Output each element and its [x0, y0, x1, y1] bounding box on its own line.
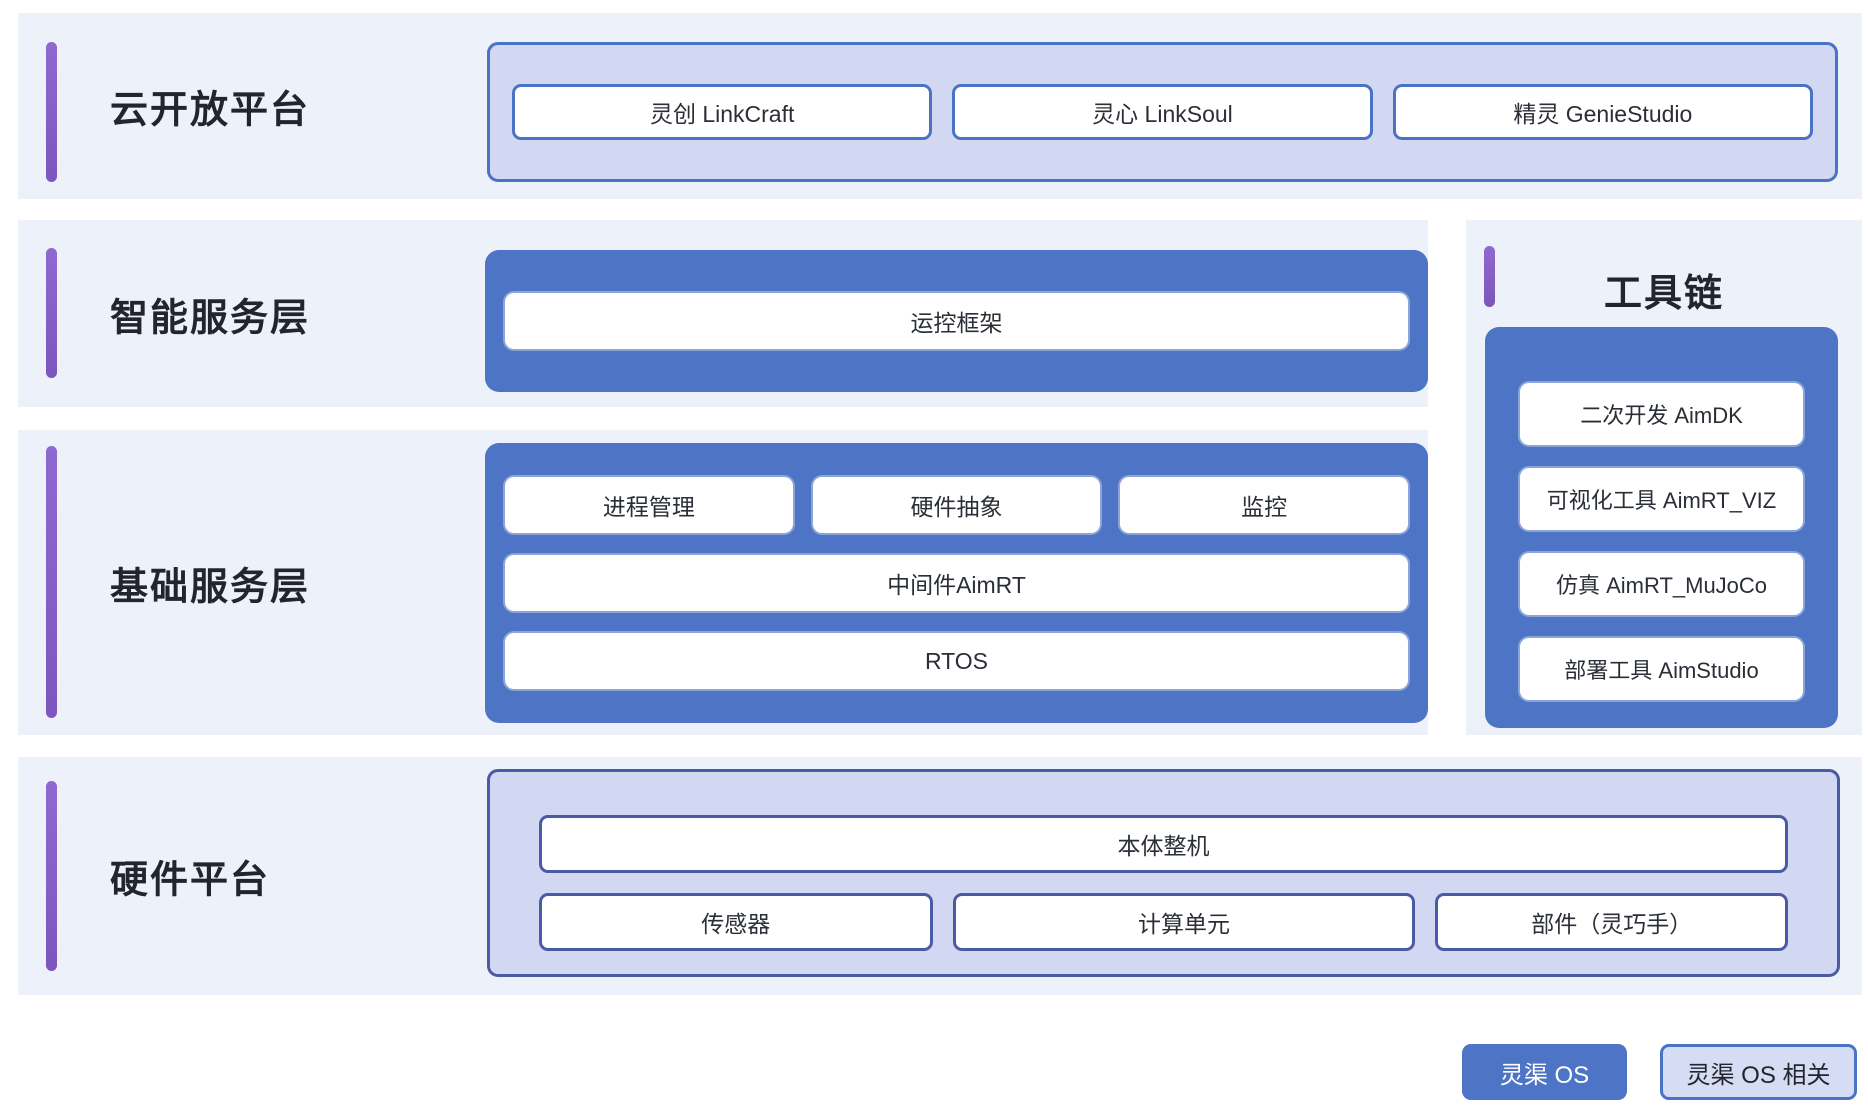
accent-bar: [46, 42, 57, 182]
foundation-subrow-1: 进程管理 硬件抽象 监控: [505, 477, 1409, 533]
accent-bar: [46, 781, 57, 971]
layer-title-foundation: 基础服务层: [110, 566, 311, 608]
foundation-subrow-2: 中间件AimRT: [505, 555, 1408, 611]
layer-title-cloud: 云开放平台: [110, 89, 311, 132]
diagram-node-motion-control: 运控框架: [505, 293, 1408, 349]
diagram-node-aimrt-viz: 可视化工具 AimRT_VIZ: [1520, 468, 1803, 530]
toolchain-boxes-container: 二次开发 AimDK 可视化工具 AimRT_VIZ 仿真 AimRT_MuJo…: [1485, 327, 1838, 728]
legend-lingqu-os-related: 灵渠 OS 相关: [1660, 1044, 1857, 1100]
diagram-node-compute-unit: 计算单元: [952, 893, 1416, 951]
diagram-node-aimdk: 二次开发 AimDK: [1520, 383, 1803, 445]
hardware-subrow-2: 传感器 计算单元 部件（灵巧手）: [539, 893, 1788, 951]
diagram-node-aimstudio: 部署工具 AimStudio: [1520, 638, 1803, 700]
diagram-node-aimrt-mujoco: 仿真 AimRT_MuJoCo: [1520, 553, 1803, 615]
diagram-node-rtos: RTOS: [505, 633, 1408, 689]
diagram-node-sensors: 传感器: [539, 893, 933, 951]
foundation-boxes-container: 进程管理 硬件抽象 监控 中间件AimRT RTOS: [485, 443, 1428, 723]
diagram-node-hw-abstraction: 硬件抽象: [812, 477, 1101, 533]
layer-intelligent-service: 智能服务层 运控框架: [18, 220, 1428, 407]
intelligent-boxes-container: 运控框架: [485, 250, 1428, 392]
diagram-node-middleware-aimrt: 中间件AimRT: [505, 555, 1408, 611]
accent-bar: [46, 446, 57, 718]
diagram-node-robot-body: 本体整机: [539, 815, 1788, 873]
diagram-node-monitoring: 监控: [1120, 477, 1409, 533]
layer-cloud-platform: 云开放平台 灵创 LinkCraft 灵心 LinkSoul 精灵 GenieS…: [18, 13, 1862, 199]
hardware-subrow-1: 本体整机: [539, 815, 1788, 873]
diagram-node-dexterous-hand: 部件（灵巧手）: [1435, 893, 1788, 951]
panel-toolchain: 工具链 二次开发 AimDK 可视化工具 AimRT_VIZ 仿真 AimRT_…: [1466, 220, 1862, 735]
accent-bar: [46, 248, 57, 378]
legend-lingqu-os: 灵渠 OS: [1462, 1044, 1627, 1100]
hardware-boxes-container: 本体整机 传感器 计算单元 部件（灵巧手）: [487, 769, 1840, 977]
diagram-node-geniestudio: 精灵 GenieStudio: [1392, 84, 1813, 140]
layer-hardware-platform: 硬件平台 本体整机 传感器 计算单元 部件（灵巧手）: [18, 757, 1862, 995]
layer-foundation-service: 基础服务层 进程管理 硬件抽象 监控 中间件AimRT RTOS: [18, 430, 1428, 735]
toolchain-title: 工具链: [1603, 273, 1724, 315]
foundation-subrow-3: RTOS: [505, 633, 1408, 689]
accent-bar: [1484, 246, 1495, 307]
layer-title-intelligent: 智能服务层: [110, 297, 311, 339]
cloud-boxes-container: 灵创 LinkCraft 灵心 LinkSoul 精灵 GenieStudio: [487, 42, 1838, 182]
diagram-node-linksoul: 灵心 LinkSoul: [952, 84, 1373, 140]
diagram-node-process-mgmt: 进程管理: [505, 477, 793, 533]
diagram-node-linkcraft: 灵创 LinkCraft: [512, 84, 933, 140]
layer-title-hardware: 硬件平台: [110, 859, 271, 902]
